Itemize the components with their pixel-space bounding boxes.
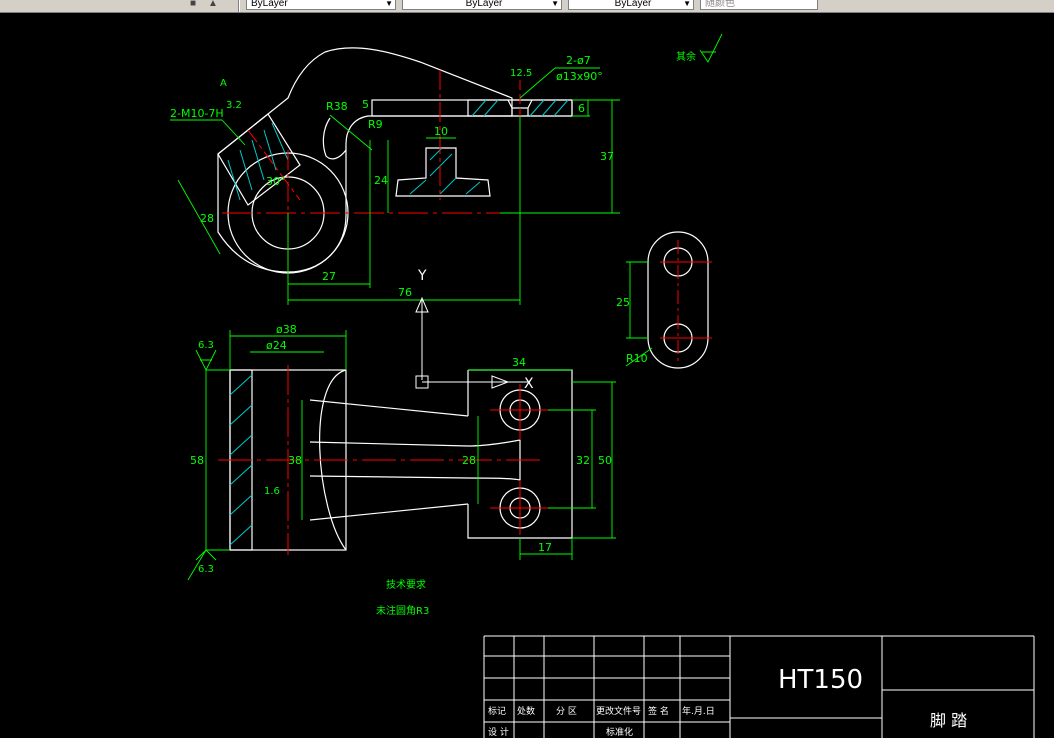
dim-r38: R38 [326, 100, 348, 113]
side-view: 25 R10 [616, 231, 712, 369]
tech-requirements-text: 未注圆角R3 [376, 604, 429, 617]
top-center-lines [222, 70, 521, 278]
roughness-top: 3.2 [226, 100, 242, 111]
color-combo[interactable]: ByLayer ▼ [246, 0, 396, 10]
linetype-combo-value: ByLayer [465, 0, 503, 9]
front-arm-curve [319, 369, 347, 551]
arm-hatch [227, 122, 289, 201]
dim-32: 32 [576, 454, 590, 467]
toolbar-separator [238, 0, 240, 12]
dim-10: 10 [434, 125, 448, 138]
roughness-hole: 12.5 [510, 68, 532, 79]
tb-row2-0: 设 计 [488, 726, 509, 738]
hole-label-1: 2-ø7 [566, 54, 591, 67]
ucs-icon[interactable]: Y X [415, 268, 534, 392]
roughness-front-mid: 1.6 [264, 486, 280, 497]
dim-28-front: 28 [462, 454, 476, 467]
remaining-roughness-label: 其余 [676, 50, 696, 63]
dim-34: 34 [512, 356, 526, 369]
dim-76: 76 [398, 286, 412, 299]
lineweight-combo-value: ByLayer [614, 0, 652, 9]
tb-header-1: 处数 [517, 705, 535, 717]
layer-state-icon[interactable]: ■ [189, 0, 197, 9]
section-label: A [220, 78, 227, 89]
dim-27: 27 [322, 270, 336, 283]
top-dim-lines [170, 67, 620, 305]
title-block: HT150 脚 踏 标记 处数 分 区 更改文件号 签 名 年.月.日 设 计 … [483, 635, 1035, 738]
pedal-outline [217, 47, 513, 273]
material-label: HT150 [778, 665, 863, 695]
part-name: 脚 踏 [930, 711, 967, 730]
slot-dims [625, 261, 653, 367]
front-boss-hatch [229, 374, 253, 546]
tb-header-3: 更改文件号 [596, 705, 641, 717]
dim-37: 37 [600, 150, 614, 163]
dim-dia-38: ø38 [276, 323, 297, 336]
tech-requirements-title: 技术要求 [386, 578, 426, 591]
chevron-down-icon: ▼ [551, 0, 559, 8]
plate-hatch [471, 99, 569, 117]
plotstyle-combo[interactable]: 随颜色 [700, 0, 818, 10]
chevron-down-icon: ▼ [683, 0, 691, 8]
dim-25: 25 [616, 296, 630, 309]
roughness-front-top: 6.3 [198, 340, 214, 351]
front-center-lines [218, 365, 548, 555]
dim-r9: R9 [368, 118, 383, 131]
slot-center-lines [660, 240, 712, 362]
linetype-combo[interactable]: ByLayer ▼ [402, 0, 562, 10]
roughness-front-bottom: 6.3 [198, 564, 214, 575]
tb-header-5: 年.月.日 [682, 705, 715, 717]
front-arm-top [309, 399, 469, 447]
dim-58: 58 [190, 454, 204, 467]
ucs-y-label: Y [417, 268, 427, 284]
properties-toolbar: ■ ▲ ByLayer ▼ ByLayer ▼ ByLayer ▼ 随颜色 [0, 0, 1054, 13]
front-arm-bottom [309, 475, 469, 521]
rib-section [395, 147, 491, 197]
dim-6: 6 [578, 102, 585, 115]
tb-header-0: 标记 [488, 705, 506, 717]
dim-dia-24: ø24 [266, 339, 287, 352]
drawing-canvas[interactable]: 2-M10-7H A 3.2 R38 5 R9 30° 28 24 10 27 … [0, 13, 1054, 738]
front-dims [187, 330, 616, 581]
color-combo-value: ByLayer [251, 0, 288, 9]
top-view: 2-M10-7H A 3.2 R38 5 R9 30° 28 24 10 27 … [170, 33, 723, 305]
lineweight-combo[interactable]: ByLayer ▼ [568, 0, 694, 10]
boss-inner-edge [322, 117, 347, 160]
rib-hatch [409, 147, 481, 195]
dim-38-front: 38 [288, 454, 302, 467]
layer-previous-icon[interactable]: ▲ [208, 0, 218, 9]
arm-section [217, 113, 301, 206]
chevron-down-icon: ▼ [385, 0, 393, 8]
front-view: ø38 ø24 6.3 6.3 58 38 1.6 28 34 32 50 17 [187, 323, 616, 581]
plotstyle-combo-value: 随颜色 [705, 0, 735, 9]
tb-header-2: 分 区 [556, 706, 577, 717]
dim-thread: 2-M10-7H [170, 107, 224, 120]
dim-17: 17 [538, 541, 552, 554]
ucs-x-label: X [524, 376, 534, 392]
dim-angle-30: 30° [266, 175, 286, 188]
dim-28: 28 [200, 212, 214, 225]
dim-5: 5 [362, 98, 369, 111]
hole-label-2: ø13x90° [556, 70, 603, 83]
dim-50: 50 [598, 454, 612, 467]
dim-r10: R10 [626, 352, 648, 365]
dim-24: 24 [374, 174, 388, 187]
roughness-symbol [699, 33, 723, 63]
tb-header-4: 签 名 [648, 705, 669, 717]
tb-row2-1: 标准化 [606, 726, 633, 738]
